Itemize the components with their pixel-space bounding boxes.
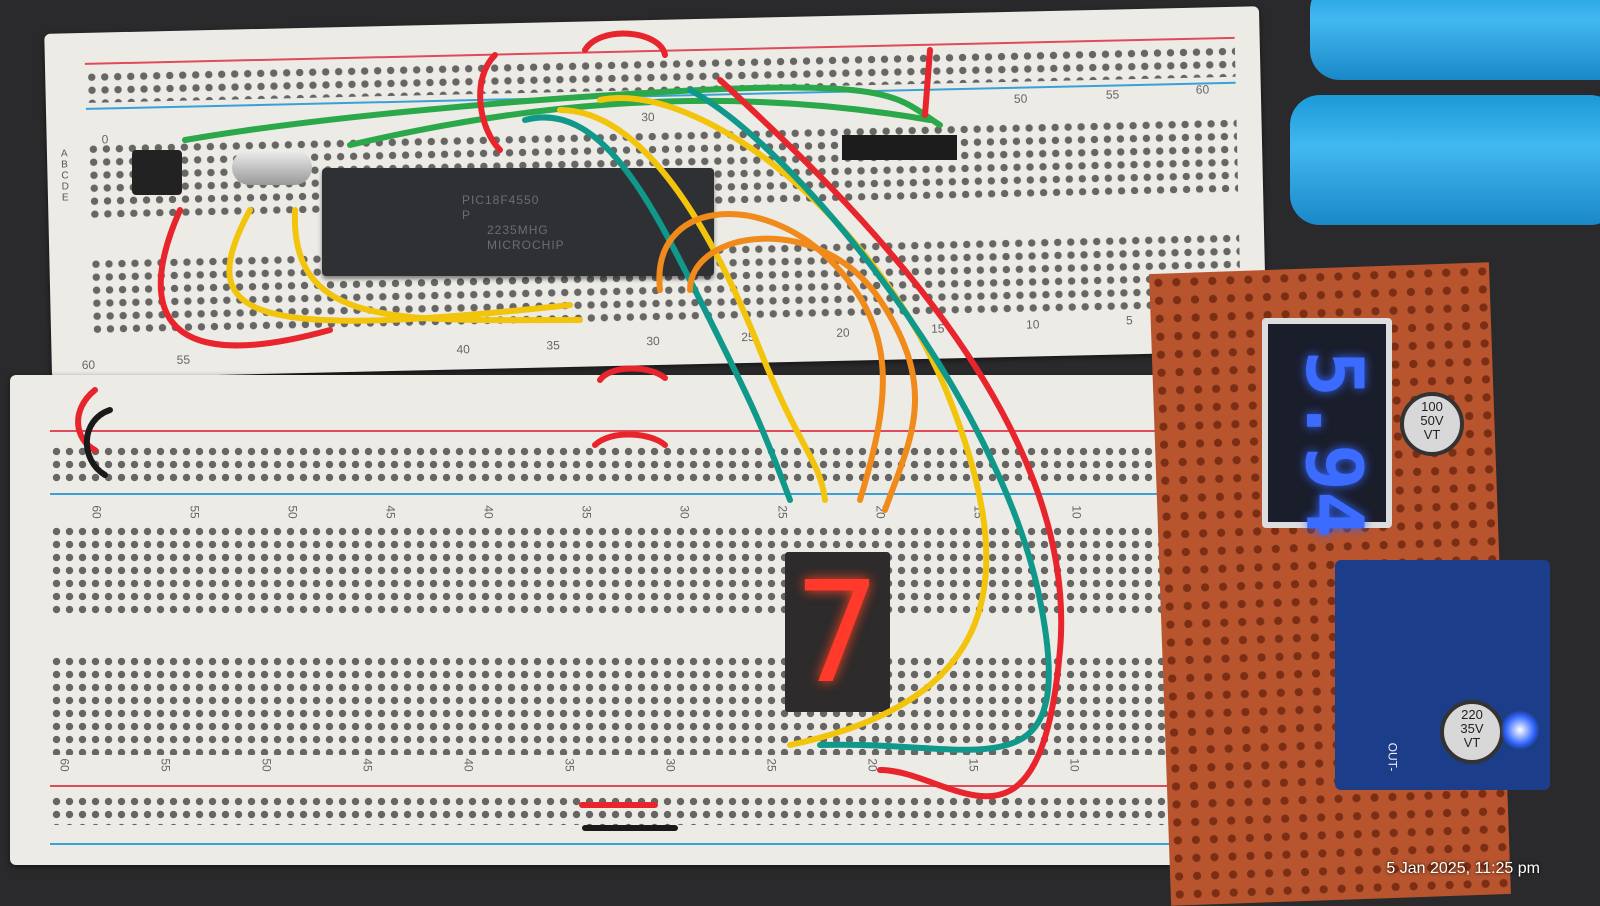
chip-brand: MICROCHIP — [487, 238, 565, 252]
breadboard-bottom — [10, 375, 1210, 865]
col-number: 30 — [641, 110, 655, 125]
col-number: 25 — [741, 329, 755, 345]
col-number: 10 — [1025, 317, 1040, 332]
row-letter: B — [61, 159, 69, 171]
col-number: 20 — [836, 325, 850, 340]
col-number: 25 — [764, 758, 779, 772]
col-number: 25 — [775, 505, 790, 519]
push-button[interactable] — [132, 150, 182, 195]
col-number: 40 — [481, 505, 496, 519]
seven-segment-display: 7 — [785, 552, 890, 715]
crystal-oscillator — [232, 150, 312, 185]
module-label: OUT- — [1385, 742, 1400, 772]
seven-segment-digit: 7 — [795, 552, 880, 715]
col-number: 20 — [873, 505, 888, 519]
col-number: 10 — [1069, 505, 1084, 519]
cap-label: VT — [1463, 735, 1481, 750]
row-letter: A — [60, 148, 68, 160]
col-number: 30 — [646, 333, 660, 349]
col-number: 55 — [187, 505, 202, 519]
col-number: 40 — [461, 758, 476, 772]
col-number: 15 — [971, 505, 986, 519]
col-number: 10 — [1067, 758, 1082, 772]
col-number: 15 — [931, 321, 945, 336]
cap-label: 35V — [1460, 721, 1484, 736]
col-number: 30 — [663, 758, 678, 772]
battery-bottom — [1290, 95, 1600, 225]
cap-label: 50V — [1420, 413, 1444, 428]
row-letter: D — [61, 181, 70, 193]
col-number: 50 — [285, 505, 300, 519]
battery-top — [1310, 0, 1600, 80]
cap-label: VT — [1423, 427, 1441, 442]
col-number: 55 — [176, 352, 191, 367]
col-number: 40 — [456, 342, 471, 357]
pic-microcontroller: PIC18F4550 P 2235MHG MICROCHIP — [322, 168, 714, 276]
col-number: 60 — [1195, 82, 1210, 97]
col-number: 50 — [1013, 91, 1028, 106]
row-letter: C — [61, 170, 69, 182]
chip-line2: P — [462, 208, 472, 222]
col-number: 30 — [677, 505, 692, 519]
col-number: 5 — [1125, 313, 1133, 328]
col-number: 55 — [1105, 87, 1120, 102]
col-number: 60 — [89, 505, 104, 519]
col-number: 45 — [360, 758, 375, 772]
col-number: 60 — [81, 357, 96, 373]
col-number: 35 — [562, 758, 577, 772]
col-number: 55 — [158, 758, 173, 772]
col-number: 50 — [259, 758, 274, 772]
cap-label: 100 — [1421, 399, 1443, 414]
col-number: 0 — [101, 132, 109, 147]
voltmeter-reading: 5.94 — [1288, 350, 1378, 538]
header-pins — [842, 135, 957, 160]
col-number: 35 — [546, 338, 560, 353]
col-number: 35 — [579, 505, 594, 519]
col-number: 20 — [865, 758, 880, 772]
col-number: 15 — [966, 758, 981, 772]
row-letter: E — [61, 192, 69, 204]
chip-part-number: PIC18F4550 — [462, 193, 540, 207]
led-glow — [1500, 710, 1540, 750]
col-number: 60 — [57, 758, 72, 772]
voltmeter-display: 5.94 — [1262, 318, 1392, 538]
buck-converter-module — [1335, 560, 1550, 790]
col-number: 45 — [383, 505, 398, 519]
cap-label: 220 — [1461, 707, 1483, 722]
chip-lot: 2235MHG — [487, 223, 549, 237]
timestamp: 5 Jan 2025, 11:25 pm — [1386, 860, 1540, 877]
